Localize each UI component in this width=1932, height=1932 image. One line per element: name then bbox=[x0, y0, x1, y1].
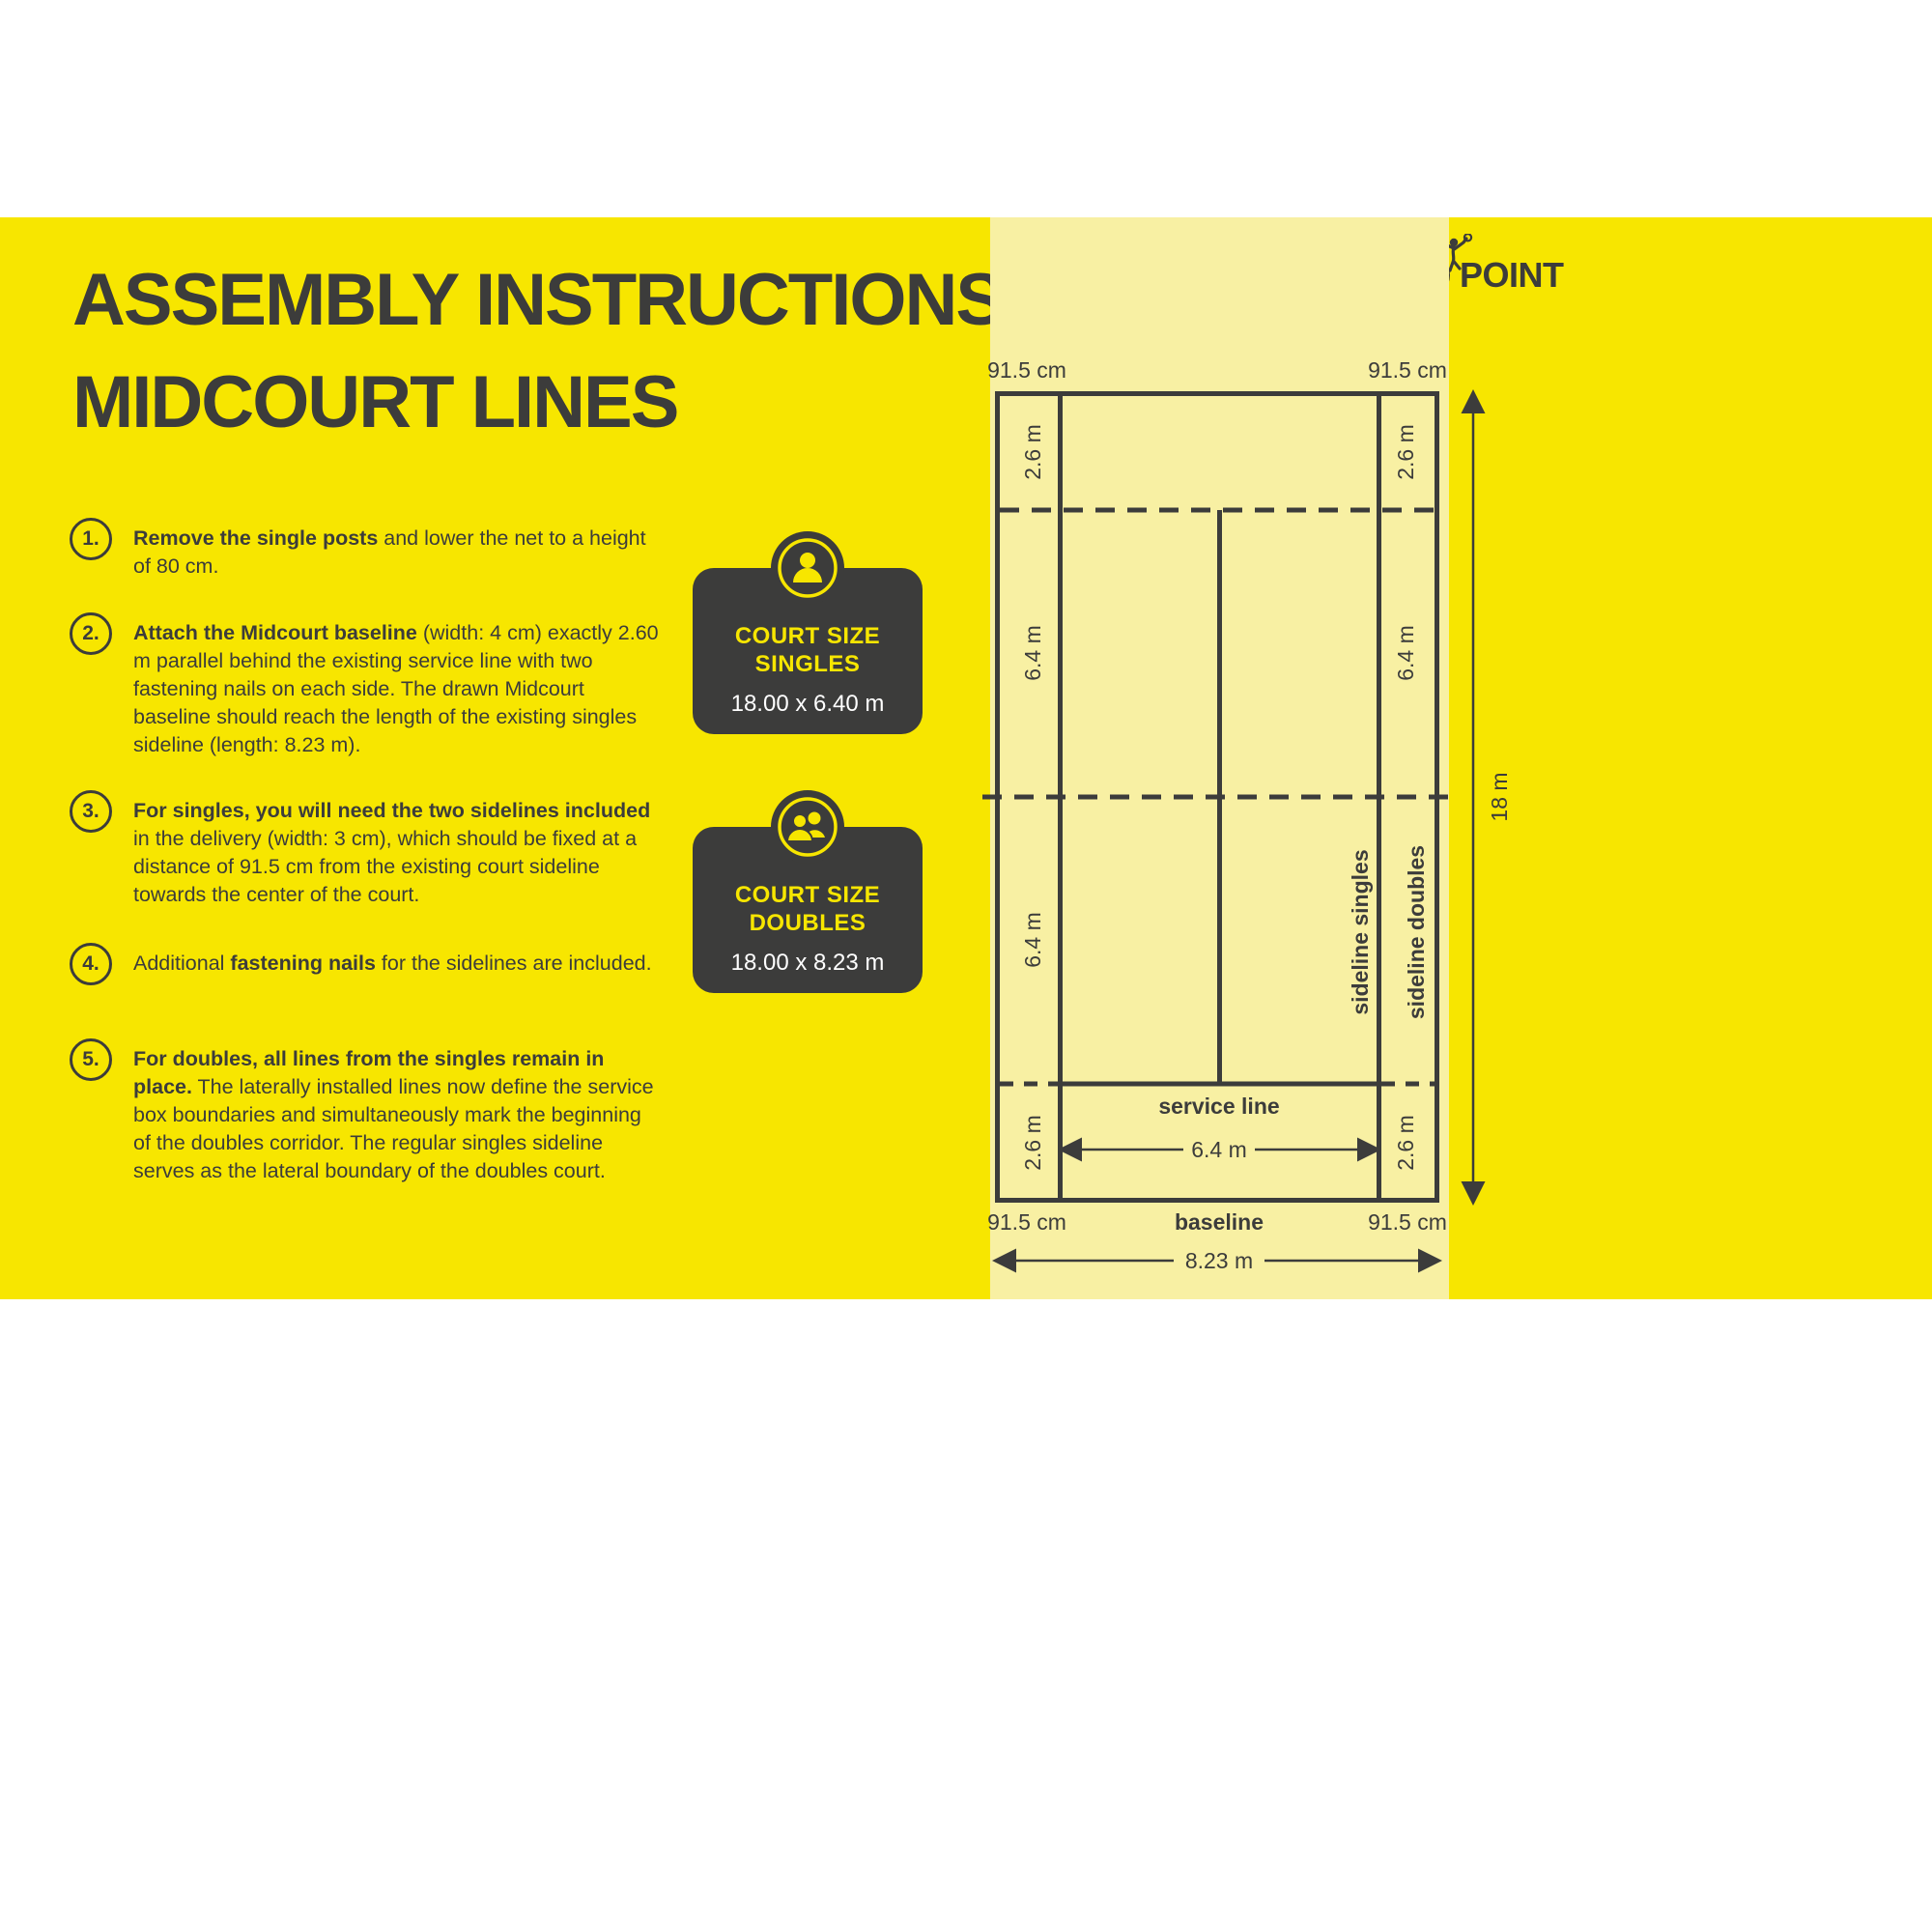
step-number-2-label: 2. bbox=[82, 622, 99, 644]
step-text-3: For singles, you will need the two sidel… bbox=[133, 797, 663, 909]
label-seg-right-top: 2.6 m bbox=[1393, 424, 1418, 480]
label-margin-top-right: 91.5 cm bbox=[1368, 357, 1447, 383]
court-diagram: 91.5 cm 91.5 cm 2.6 m 6.4 m 6.4 m 2.6 m … bbox=[982, 217, 1512, 1299]
page-title-line2: MIDCOURT LINES bbox=[72, 361, 679, 443]
label-margin-top-left: 91.5 cm bbox=[987, 357, 1066, 383]
badge-doubles-title-line1: COURT SIZE bbox=[734, 882, 881, 908]
badge-singles-title-line1: COURT SIZE bbox=[734, 623, 881, 649]
step-number-4-label: 4. bbox=[82, 952, 99, 975]
yellow-band bbox=[0, 217, 1932, 1299]
label-baseline: baseline bbox=[1175, 1209, 1264, 1235]
step-5-bold: For doubles, all lines from the singles … bbox=[133, 1047, 605, 1098]
person-icon bbox=[771, 531, 844, 605]
label-sideline-singles: sideline singles bbox=[1348, 849, 1373, 1014]
people-icon bbox=[771, 790, 844, 864]
label-margin-bottom-left: 91.5 cm bbox=[987, 1209, 1066, 1235]
label-total-height: 18 m bbox=[1487, 772, 1512, 821]
court-size-doubles-badge: COURT SIZE DOUBLES 18.00 x 8.23 m bbox=[693, 790, 923, 993]
step-item-4: 4. Additional fastening nails for the si… bbox=[70, 943, 663, 985]
step-1-rest: and lower the net to a height of 80 cm. bbox=[133, 526, 646, 578]
badge-singles-title: COURT SIZE SINGLES bbox=[693, 622, 923, 678]
step-item-2: 2. Attach the Midcourt baseline (width: … bbox=[70, 612, 663, 759]
step-4-rest: for the sidelines are included. bbox=[375, 952, 652, 975]
label-seg-left-1: 2.6 m bbox=[1020, 424, 1045, 480]
step-2-bold: Attach the Midcourt baseline bbox=[133, 621, 417, 644]
step-3-bold: For singles, you will need the two sidel… bbox=[133, 799, 651, 822]
badge-doubles-title-line2: DOUBLES bbox=[749, 910, 867, 936]
step-item-5: 5. For doubles, all lines from the singl… bbox=[70, 1038, 663, 1185]
page-title: ASSEMBLY INSTRUCTIONS MIDCOURT LINES bbox=[72, 249, 1005, 454]
outer-width-label-bg bbox=[1174, 1247, 1264, 1274]
step-number-1-label: 1. bbox=[82, 527, 99, 550]
step-item-3: 3. For singles, you will need the two si… bbox=[70, 790, 663, 909]
step-number-3: 3. bbox=[70, 790, 112, 833]
tennis-player-icon bbox=[1443, 234, 1473, 272]
label-seg-left-3: 6.4 m bbox=[1020, 912, 1045, 968]
step-1-bold: Remove the single posts bbox=[133, 526, 379, 550]
step-text-1: Remove the single posts and lower the ne… bbox=[133, 525, 663, 581]
step-number-4: 4. bbox=[70, 943, 112, 985]
badge-doubles-value: 18.00 x 8.23 m bbox=[730, 950, 885, 976]
step-4-pre: Additional bbox=[133, 952, 231, 975]
label-inner-width: 6.4 m bbox=[1191, 1137, 1247, 1162]
step-number-1: 1. bbox=[70, 518, 112, 560]
step-number-3-label: 3. bbox=[82, 800, 99, 822]
label-seg-left-4: 2.6 m bbox=[1020, 1115, 1045, 1171]
step-text-2: Attach the Midcourt baseline (width: 4 c… bbox=[133, 619, 663, 759]
step-4-bold: fastening nails bbox=[230, 952, 376, 975]
badge-doubles-title: COURT SIZE DOUBLES bbox=[693, 881, 923, 937]
step-3-rest: in the delivery (width: 3 cm), which sho… bbox=[133, 827, 638, 906]
step-number-5: 5. bbox=[70, 1038, 112, 1081]
step-5-rest: The laterally installed lines now define… bbox=[133, 1075, 654, 1182]
step-number-5-label: 5. bbox=[82, 1048, 99, 1070]
label-service-line: service line bbox=[1158, 1094, 1279, 1119]
page-title-line1: ASSEMBLY INSTRUCTIONS bbox=[72, 259, 1005, 341]
label-seg-left-2: 6.4 m bbox=[1020, 625, 1045, 681]
court-size-singles-badge: COURT SIZE SINGLES 18.00 x 6.40 m bbox=[693, 531, 923, 734]
badge-singles-title-line2: SINGLES bbox=[754, 651, 861, 677]
logo-word-right: POINT bbox=[1460, 255, 1564, 295]
step-text-4: Additional fastening nails for the sidel… bbox=[133, 950, 663, 985]
step-2-rest: (width: 4 cm) exactly 2.60 m parallel be… bbox=[133, 621, 659, 756]
step-item-1: 1. Remove the single posts and lower the… bbox=[70, 518, 663, 581]
label-margin-bottom-right: 91.5 cm bbox=[1368, 1209, 1447, 1235]
label-sideline-doubles: sideline doubles bbox=[1404, 845, 1429, 1019]
badge-singles-value: 18.00 x 6.40 m bbox=[730, 691, 885, 717]
label-seg-right-bottom: 2.6 m bbox=[1393, 1115, 1418, 1171]
label-outer-width: 8.23 m bbox=[1185, 1248, 1253, 1273]
label-seg-right-mid: 6.4 m bbox=[1393, 625, 1418, 681]
step-text-5: For doubles, all lines from the singles … bbox=[133, 1045, 663, 1185]
inner-width-label-bg bbox=[1183, 1136, 1255, 1163]
step-number-2: 2. bbox=[70, 612, 112, 655]
